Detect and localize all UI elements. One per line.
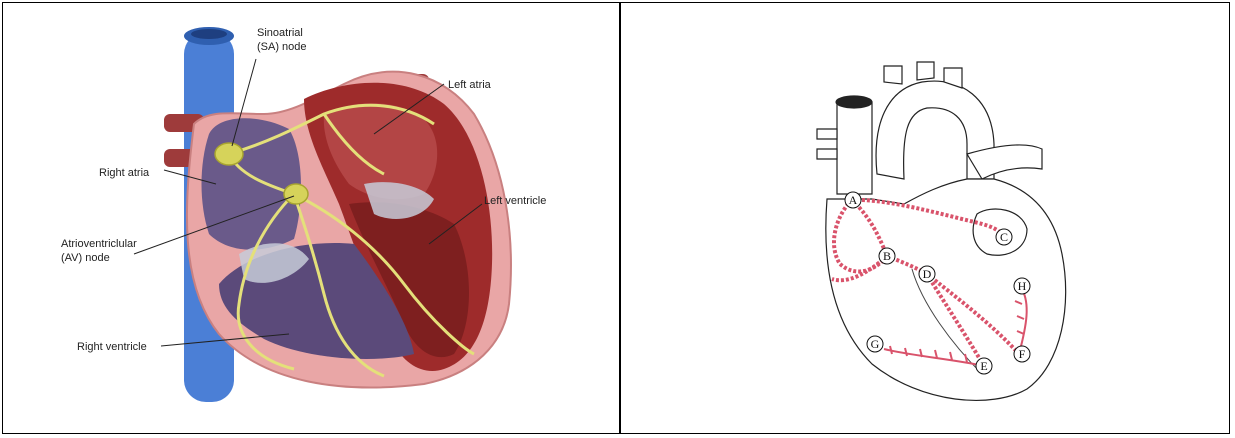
marker-e: E	[976, 358, 992, 374]
av-node	[284, 184, 308, 204]
heart-outline-svg: A B C D E F G H	[622, 4, 1228, 432]
right-atrium-chamber	[202, 118, 301, 249]
marker-letter: D	[923, 267, 932, 281]
superior-vena-cava	[837, 102, 872, 194]
sa-node	[215, 143, 243, 165]
table-divider	[619, 2, 621, 434]
label-av-node-line2: (AV) node	[61, 252, 110, 264]
marker-c: C	[996, 229, 1012, 245]
marker-letter: F	[1019, 347, 1026, 361]
marker-g: G	[867, 336, 883, 352]
label-left-atria: Left atria	[448, 79, 492, 91]
marker-letter: C	[1000, 230, 1008, 244]
label-right-ventricle: Right ventricle	[77, 341, 147, 353]
label-right-atria: Right atria	[99, 167, 150, 179]
heart-cross-section-svg: Sinoatrial (SA) node Left atria Right at…	[4, 4, 618, 432]
marker-letter: G	[871, 337, 880, 351]
marker-letter: H	[1018, 279, 1027, 293]
label-sa-node-line1: Sinoatrial	[257, 27, 303, 39]
marker-b: B	[879, 248, 895, 264]
label-sa-node-line2: (SA) node	[257, 41, 307, 53]
marker-letter: A	[849, 193, 858, 207]
label-left-ventricle: Left ventricle	[484, 195, 546, 207]
marker-f: F	[1014, 346, 1030, 362]
marker-letter: E	[980, 359, 987, 373]
marker-a: A	[845, 192, 861, 208]
marker-d: D	[919, 266, 935, 282]
left-heart-illustration: Sinoatrial (SA) node Left atria Right at…	[4, 4, 618, 432]
marker-h: H	[1014, 278, 1030, 294]
right-heart-line-drawing: A B C D E F G H	[622, 4, 1228, 432]
label-av-node-line1: Atrioventriclular	[61, 238, 137, 250]
marker-letter: B	[883, 249, 891, 263]
